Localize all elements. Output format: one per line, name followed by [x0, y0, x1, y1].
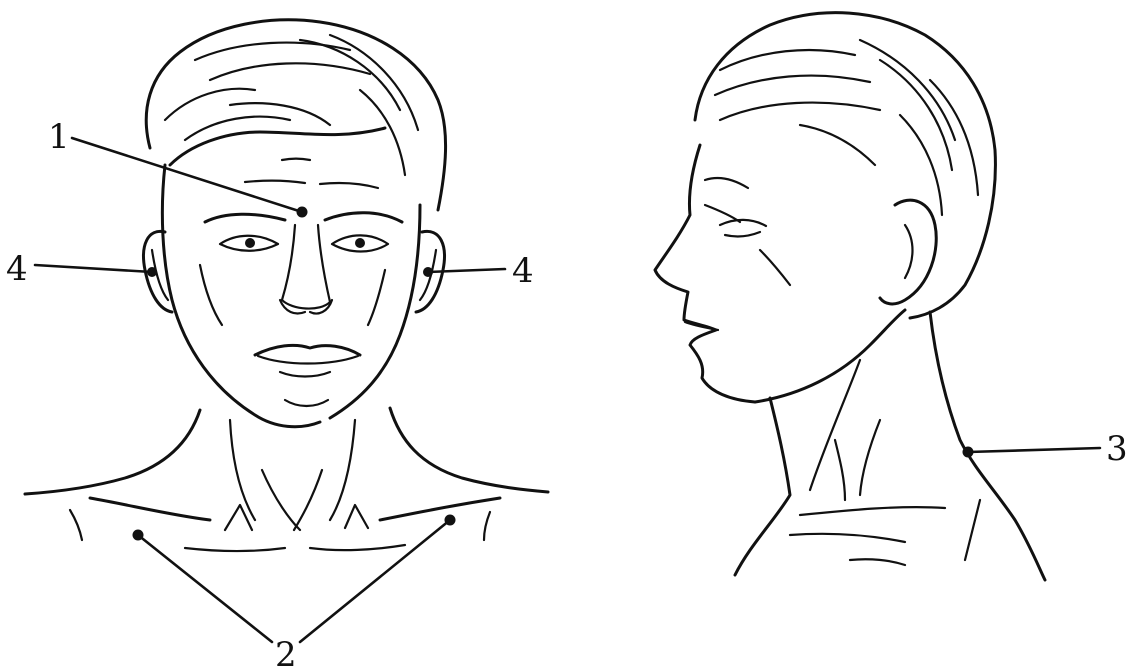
leader-line-4-right — [428, 269, 505, 272]
marker-point-2-right — [445, 515, 456, 526]
marker-point-1 — [297, 207, 308, 218]
marker-point-4-left — [147, 267, 157, 277]
label-4-right: 4 — [512, 251, 534, 291]
marker-point-3 — [963, 447, 974, 458]
leader-line-3 — [968, 448, 1100, 452]
front-view-figure — [25, 20, 548, 551]
label-2-group: 2 — [133, 515, 456, 669]
leader-line-2-right — [300, 520, 450, 642]
leader-line-1 — [72, 138, 302, 212]
label-4-left-group: 4 — [6, 249, 157, 289]
label-1: 1 — [48, 117, 70, 157]
label-4-left: 4 — [6, 249, 28, 289]
marker-point-2-left — [133, 530, 144, 541]
label-2: 2 — [275, 635, 297, 669]
label-3: 3 — [1106, 429, 1128, 469]
marker-point-4-right — [423, 267, 433, 277]
label-3-group: 3 — [963, 429, 1128, 469]
side-view-figure — [655, 13, 1045, 580]
leader-line-4-left — [35, 265, 152, 272]
